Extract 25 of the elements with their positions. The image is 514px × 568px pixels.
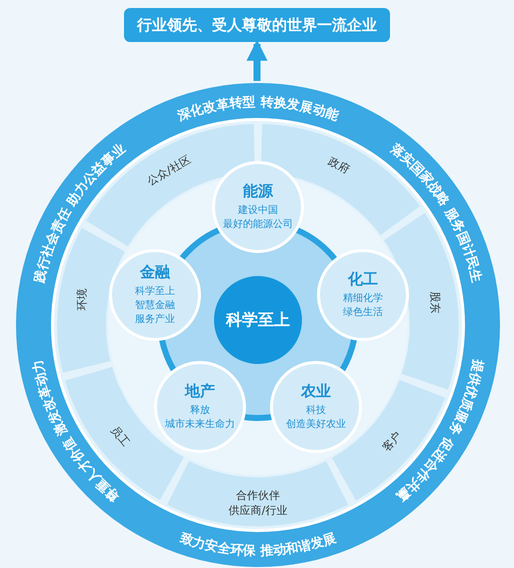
ring-slogan: 践行社会责任 助力公益事业 [32,141,129,284]
business-description: 精细化学绿色生活 [342,292,384,320]
business-description: 科技创造美好农业 [285,404,347,432]
business-name: 农业 [301,382,331,401]
business-name: 化工 [348,270,378,289]
business-name: 地产 [185,382,215,401]
ring-slogan: 深化改革转型 转换发展动能 [176,94,340,124]
arrow [246,40,268,81]
ring-slogan: 落实国家战略 服务国计民生 [387,141,484,284]
title-banner: 行业领先、受人尊敬的世界一流企业 [124,8,390,42]
business-name: 金融 [140,263,170,282]
stakeholder-label: 员工 [106,422,133,452]
business-description: 释放城市未来生命力 [165,404,235,432]
stakeholder-label: 合作伙伴供应商/行业 [228,488,288,518]
stakeholder-label: 环境 [74,288,90,313]
ring-diagram [16,83,500,567]
stakeholder-label: 公众/社区 [144,152,194,190]
stakeholder-label: 客户 [379,428,406,456]
business-name: 能源 [243,182,273,201]
ring-slogan: 致力安全环保 推动和谐发展 [178,530,338,560]
business-description: 建设中国最好的能源公司 [223,204,293,232]
stakeholder-label: 股东 [427,290,442,316]
business-description: 科学至上智慧金融服务产业 [134,285,176,327]
core-value: 科学至上 [226,310,290,330]
stakeholder-label: 政府 [325,154,353,179]
